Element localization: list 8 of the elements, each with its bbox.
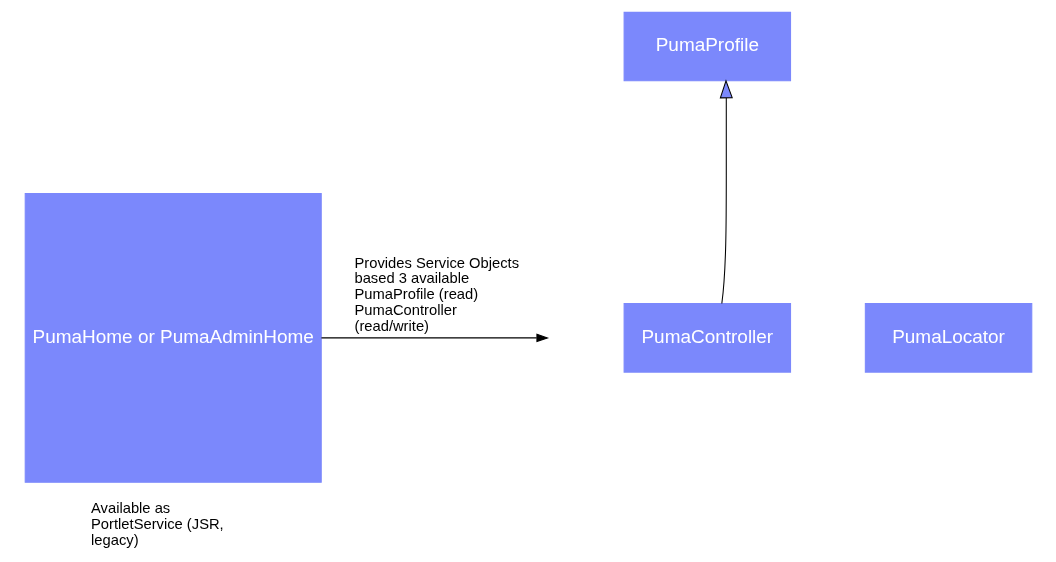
edge-label: Provides Service Objects based 3 available PumaProfile (read) PumaController (read/write)	[353, 254, 519, 334]
node-box: PumaHome or PumaAdminHome	[24, 193, 322, 483]
node-label: Available as PortletService (JSR, legacy)	[90, 499, 224, 548]
node-box: PumaLocator	[864, 303, 1032, 373]
node-box: PumaProfile	[623, 11, 791, 82]
arrow	[320, 333, 549, 343]
arrow	[719, 79, 733, 304]
node-box: PumaController	[623, 303, 791, 373]
